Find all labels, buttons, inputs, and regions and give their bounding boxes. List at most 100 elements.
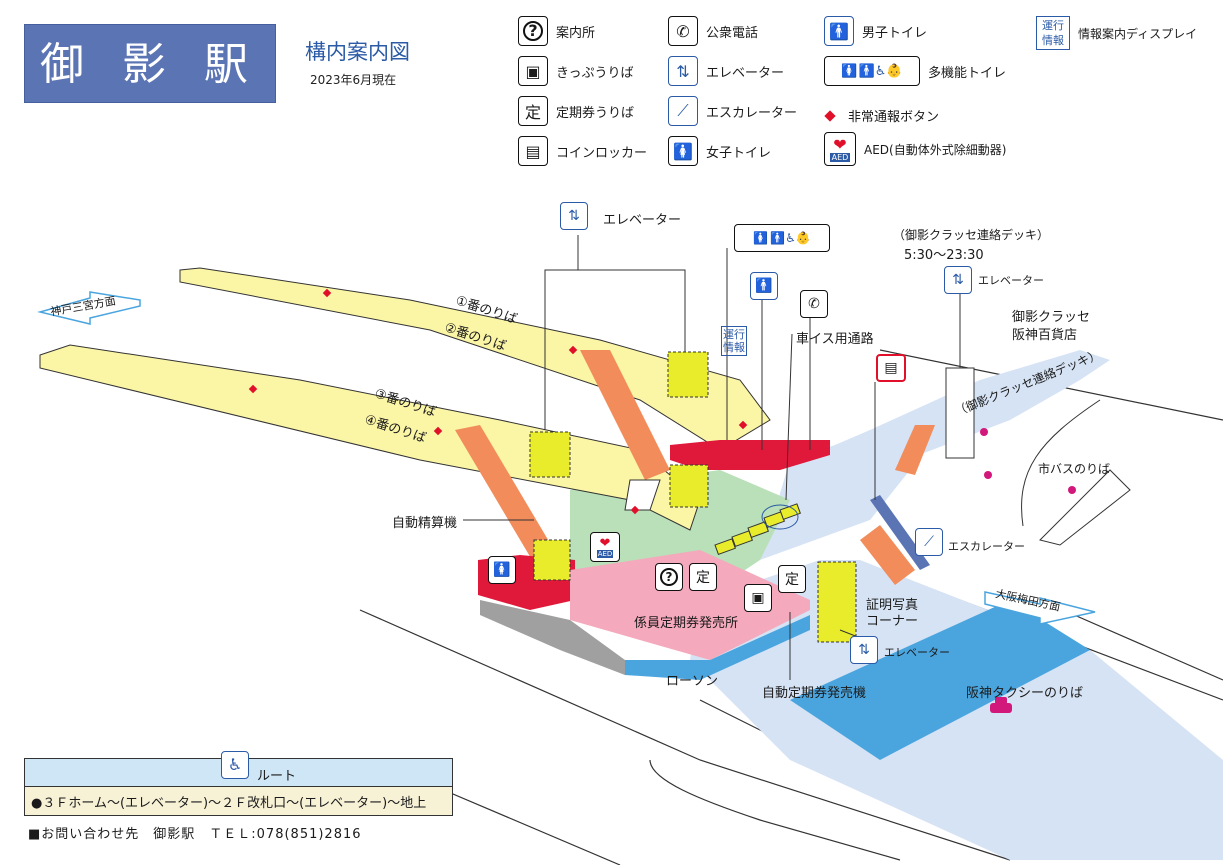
- auto-pass-machine-label: 自動定期券発売機: [762, 686, 867, 701]
- bus-stop-markers: [980, 428, 1076, 494]
- photo-corner-label-2: コーナー: [866, 614, 919, 629]
- taxi-label: 阪神タクシーのりば: [966, 686, 1084, 701]
- commuter-pass-icon: 定: [778, 565, 806, 593]
- elevator-label-bottom: エレベーター: [884, 646, 950, 659]
- route-text: ●３Ｆホーム〜(エレベーター)〜２Ｆ改札口〜(エレベーター)〜地上: [25, 787, 452, 815]
- legend-multi-toilet-label: 多機能トイレ: [928, 65, 1007, 81]
- aed-icon: ❤ AED: [590, 532, 620, 562]
- wheelchair-gate: [761, 504, 799, 530]
- women-toilet-icon: 🚺: [668, 136, 698, 166]
- fare-adjust-label: 自動精算機: [392, 516, 458, 531]
- lawson-label: ローソン: [666, 674, 719, 689]
- deck-hours: 5:30〜23:30: [904, 248, 984, 263]
- taxi-area: [790, 600, 1090, 760]
- legend-locker-label: コインロッカー: [556, 145, 648, 161]
- legend-men-toilet-label: 男子トイレ: [862, 25, 928, 41]
- locker-icon: ▤: [876, 354, 906, 382]
- hanshin-dept-label: 阪神百貨店: [1012, 328, 1078, 343]
- legend-multi-toilet: 🚺🚹♿👶 多機能トイレ: [824, 56, 1006, 86]
- legend-emergency-label: 非常通報ボタン: [848, 110, 940, 125]
- legend-op-display-label: 情報案内ディスプレイ: [1078, 26, 1198, 41]
- question-icon: ?: [655, 563, 683, 591]
- elevator-label-top: エレベーター: [603, 213, 682, 228]
- escalator-icon: ⟋: [668, 96, 698, 126]
- deck-title: （御影クラッセ連絡デッキ）: [893, 228, 1050, 242]
- taxi-icon: [990, 697, 1012, 713]
- legend-emergency: 非常通報ボタン: [824, 106, 940, 125]
- map-date: 2023年6月現在: [310, 73, 397, 87]
- elevator-icon: ⇅: [850, 636, 878, 664]
- legend-commuter-pass-label: 定期券うりば: [556, 105, 635, 121]
- aed-icon: ❤ AED: [824, 132, 856, 166]
- road-curve: [1021, 399, 1101, 527]
- men-toilet-icon: 🚹: [824, 16, 854, 46]
- commuter-pass-icon: 定: [689, 563, 717, 591]
- city-bus-label: 市バスのりば: [1038, 462, 1111, 476]
- stairs-4: [895, 425, 935, 475]
- elevator-icon: ⇅: [944, 266, 972, 294]
- elevator-shaft-2: [529, 431, 571, 478]
- leader-lines: [463, 235, 961, 680]
- map-title: 構内案内図: [305, 40, 410, 64]
- elevator-shaft-4: [533, 539, 571, 581]
- platform-1-2: [179, 267, 771, 451]
- classe-label: 御影クラッセ: [1012, 310, 1091, 325]
- legend-women-toilet: 🚺 女子トイレ: [668, 136, 771, 166]
- escalator-icon: ⟋: [915, 528, 943, 556]
- station-name: 御 影 駅: [24, 24, 276, 103]
- elevator-icon: ⇅: [668, 56, 698, 86]
- legend-phone: ✆ 公衆電話: [668, 16, 758, 46]
- wheelchair-path-label: 車イス用通路: [796, 332, 874, 347]
- route-box: ♿ ルート ●３Ｆホーム〜(エレベーター)〜２Ｆ改札口〜(エレベーター)〜地上: [24, 751, 453, 816]
- red-block-top: [670, 440, 830, 470]
- ticket-gates: [714, 503, 801, 556]
- legend-elevator: ⇅ エレベーター: [668, 56, 784, 86]
- elevator-shaft-3: [669, 464, 709, 508]
- locker-icon: ▤: [518, 136, 548, 166]
- legend-women-toilet-label: 女子トイレ: [706, 145, 772, 161]
- staffed-pass-office-label: 係員定期券発売所: [634, 616, 739, 631]
- legend-info: ? 案内所: [518, 16, 595, 46]
- multi-toilet-icon: 🚺🚹♿👶: [824, 56, 920, 86]
- stairs-3: [860, 525, 915, 585]
- elevator-icon: ⇅: [560, 202, 588, 230]
- elevator-shaft-5: [817, 561, 857, 643]
- legend-escalator: ⟋ エスカレーター: [668, 96, 797, 126]
- contact-info: ■お問い合わせ先 御影駅 ＴＥＬ:078(851)2816: [28, 827, 362, 842]
- op-info-sign: 運行 情報: [721, 326, 747, 356]
- elevator-shaft-1: [667, 351, 709, 398]
- legend-locker: ▤ コインロッカー: [518, 136, 647, 166]
- route-label: ルート: [257, 769, 297, 784]
- multi-toilet-icon: 🚺🚹♿👶: [734, 224, 830, 252]
- legend-elevator-label: エレベーター: [706, 65, 785, 81]
- legend-commuter-pass: 定 定期券うりば: [518, 96, 634, 126]
- legend-escalator-label: エスカレーター: [706, 105, 798, 121]
- phone-icon: ✆: [800, 290, 828, 318]
- ticket-machine-icon: ▣: [744, 584, 772, 612]
- phone-icon: ✆: [668, 16, 698, 46]
- legend-op-display: 運行 情報 情報案内ディスプレイ: [1036, 16, 1197, 50]
- legend-phone-label: 公衆電話: [706, 25, 759, 41]
- photo-corner-label-1: 証明写真: [866, 598, 919, 613]
- route-header: ♿ ルート: [25, 751, 452, 787]
- legend-ticket-label: きっぷうりば: [556, 65, 634, 81]
- wheelchair-icon: ♿: [221, 751, 249, 779]
- ticket-machine-icon: ▣: [518, 56, 548, 86]
- stairs-2: [455, 425, 560, 565]
- legend-aed-label: AED(自動体外式除細動器): [864, 142, 1007, 157]
- men-toilet-icon: 🚹: [750, 272, 778, 300]
- women-toilet-icon: 🚺: [488, 556, 516, 584]
- question-icon: ?: [518, 16, 548, 46]
- ticket-office: [570, 550, 810, 660]
- escalator-label: エスカレーター: [948, 540, 1025, 553]
- legend-aed: ❤ AED AED(自動体外式除細動器): [824, 132, 1006, 166]
- lower-level: [480, 600, 625, 675]
- elevator-label-right: エレベーター: [978, 274, 1044, 287]
- legend-men-toilet: 🚹 男子トイレ: [824, 16, 927, 46]
- lawson: [625, 615, 810, 680]
- kobe-arrow: [37, 291, 141, 325]
- emergency-buttons: [248, 288, 748, 515]
- legend-ticket: ▣ きっぷうりば: [518, 56, 633, 86]
- osaka-arrow: [984, 591, 1096, 625]
